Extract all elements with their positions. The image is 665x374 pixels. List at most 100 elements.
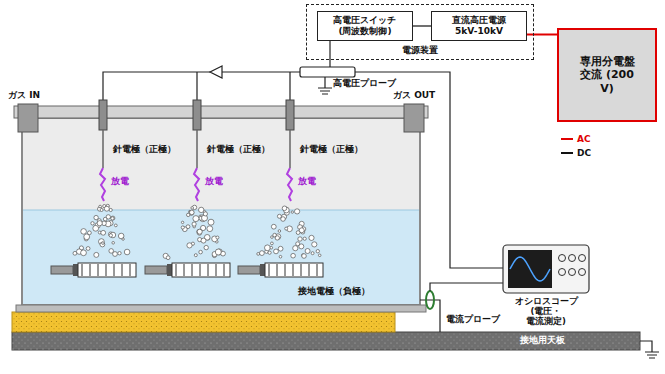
- electrode-holder: [193, 100, 201, 130]
- bubble: [285, 227, 288, 230]
- bubble: [111, 216, 115, 220]
- reactor-vessel: [22, 118, 420, 305]
- bubble: [260, 251, 265, 256]
- bubble: [295, 209, 300, 214]
- bubble: [316, 250, 319, 253]
- electrode-stripe: [301, 264, 302, 276]
- electrode-stripe: [200, 264, 201, 276]
- bubble: [278, 230, 281, 233]
- bubble: [302, 254, 307, 259]
- bubble: [181, 226, 184, 229]
- bubble: [197, 229, 202, 234]
- device-label: オシロスコープ (電圧・電流測定): [512, 296, 580, 327]
- hv-probe-body: [300, 67, 355, 77]
- electrode-stripe: [224, 264, 225, 276]
- vessel-base: [16, 305, 426, 312]
- electrode-label: 針電極（正極）: [113, 144, 176, 155]
- legend-line: [561, 152, 573, 154]
- bubble: [203, 212, 207, 216]
- needle: [289, 130, 291, 168]
- electrode-bus: [103, 72, 290, 100]
- bubble: [81, 229, 87, 235]
- bubble: [191, 207, 194, 210]
- electrode-stripe: [82, 264, 83, 276]
- hv-wire: [329, 41, 330, 67]
- bubble: [311, 252, 314, 255]
- bubble: [296, 242, 300, 246]
- discharge-label: 放電: [111, 176, 129, 187]
- bubble: [207, 226, 213, 232]
- bubble: [193, 216, 199, 222]
- oscilloscope-knob: [559, 269, 566, 276]
- box-label: 直流高圧電源 5kV-10kV: [448, 15, 511, 37]
- tube: [145, 266, 167, 274]
- switch-box: 高電圧スイッチ (周波数制御): [317, 11, 413, 41]
- legend-entry: DC: [560, 148, 591, 159]
- electrode-label: 針電極（正極）: [207, 144, 270, 155]
- electrode-stripe: [176, 264, 177, 276]
- equipment-group: 電源装置 高電圧スイッチ (周波数制御) 直流高圧電源 5kV-10kV: [306, 4, 534, 60]
- discharge: [100, 168, 105, 201]
- electrode-stripe: [192, 264, 193, 276]
- ground-electrode: [172, 263, 230, 277]
- legend-sample: [560, 148, 574, 158]
- bubble: [109, 249, 114, 254]
- probe-cable: [430, 283, 503, 291]
- waveform: [510, 257, 550, 281]
- electrode-stripe: [184, 264, 185, 276]
- needle: [102, 130, 104, 168]
- bubble: [187, 243, 192, 248]
- bubble: [197, 229, 202, 234]
- bubble: [181, 221, 183, 223]
- bubble: [265, 245, 271, 251]
- electrode-stripe: [106, 264, 107, 276]
- oscilloscope-knob: [569, 255, 576, 262]
- ground-symbol: [640, 341, 659, 358]
- ground-symbol: [318, 77, 332, 94]
- oscilloscope-knob: [579, 269, 586, 276]
- bubble: [84, 234, 90, 240]
- bubble: [111, 217, 114, 220]
- bubble: [271, 242, 274, 245]
- tube: [238, 266, 260, 274]
- ground-table: [12, 332, 640, 350]
- bubble: [122, 238, 124, 240]
- electrode-stripe: [216, 264, 217, 276]
- bubble: [216, 236, 219, 239]
- port-label: ガス OUT: [393, 90, 435, 101]
- electrode-stripe: [122, 264, 123, 276]
- gas-outlet-fitting: [404, 104, 424, 132]
- gas-inlet-fitting: [18, 104, 38, 132]
- ground-table-texture: [12, 332, 640, 350]
- bubble: [279, 255, 282, 258]
- bubble: [278, 246, 283, 251]
- group-title: 電源装置: [402, 45, 438, 56]
- probe-label: 電流プローブ: [446, 314, 500, 325]
- hv-wire: [222, 71, 300, 72]
- electrode-connector: [167, 264, 172, 276]
- oscilloscope-body: [503, 245, 589, 293]
- legend-line: [561, 138, 573, 140]
- bubble: [208, 219, 214, 225]
- table-label: 接地用天板: [520, 335, 565, 346]
- electrode-stripe: [98, 264, 99, 276]
- ground-wire: [420, 300, 440, 332]
- bubble: [103, 217, 107, 221]
- ground-electrode: [265, 263, 323, 277]
- electrode-stripe: [130, 264, 131, 276]
- probe-cable: [355, 72, 503, 268]
- dc-wire: [413, 25, 431, 26]
- bubble: [309, 235, 314, 240]
- legend-sample: [560, 134, 574, 144]
- bubble: [270, 246, 273, 249]
- legend-entry: AC: [560, 134, 591, 145]
- bubble: [93, 225, 99, 231]
- legend-text: DC: [577, 148, 591, 159]
- discharge-label: 放電: [298, 176, 316, 187]
- oscilloscope-knob: [559, 255, 566, 262]
- legend-text: AC: [577, 134, 591, 145]
- bubble: [274, 249, 279, 254]
- bubble: [305, 249, 310, 254]
- ac-power-line: [527, 34, 557, 36]
- liquid-surface: [22, 210, 420, 211]
